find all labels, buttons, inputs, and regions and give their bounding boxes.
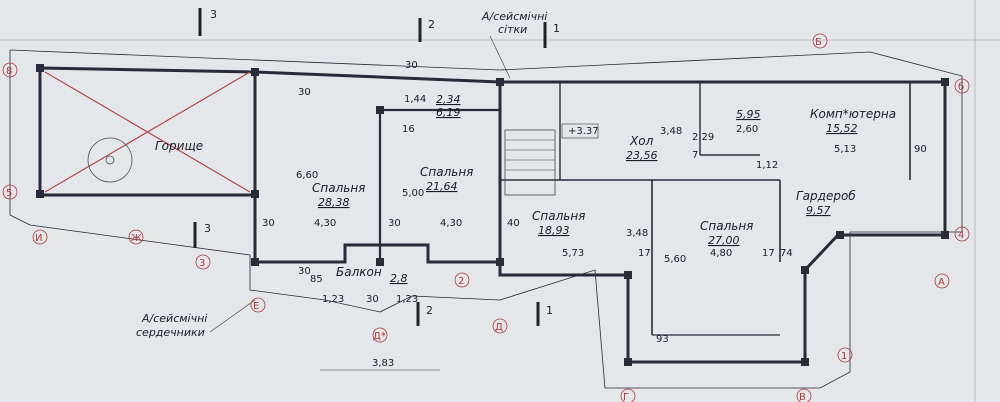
svg-text:2: 2	[426, 304, 433, 317]
dimension-label: 30	[262, 218, 275, 229]
room-area-balcony: 2,8	[390, 272, 408, 285]
room-name-attic: Горище	[155, 139, 203, 153]
room-area-bedroom-4: 27,00	[708, 234, 740, 247]
axis-bubbles	[2, 33, 970, 402]
room-name-hall: Хол	[629, 134, 654, 148]
axis-label-top: Б	[815, 37, 822, 48]
attic-cross-line	[44, 71, 251, 193]
axis-label-left: 8	[6, 66, 12, 77]
dimension-label: 3,83	[372, 358, 394, 369]
room-area-computer: 15,52	[826, 122, 858, 135]
axis-label-bottom: В	[799, 392, 806, 402]
exterior-wall-south	[498, 82, 945, 364]
dimension-label: 85	[310, 274, 323, 285]
dimension-label: 5,13	[834, 144, 856, 155]
dimension-label: 17	[638, 248, 651, 259]
level-mark-box	[561, 123, 599, 139]
note-bottom-line1: А/сейсмічні	[141, 312, 207, 325]
room-area-wardrobe: 9,57	[806, 204, 831, 217]
dimension-label: 5,00	[402, 188, 424, 199]
dimension-label: 30	[405, 60, 418, 71]
dimension-label: 90	[914, 144, 927, 155]
room-area-bedroom-2: 21,64	[426, 180, 458, 193]
dimension-label: 3,48	[626, 228, 648, 239]
dimension-label: 17	[762, 248, 775, 259]
dimension-label: 1,44	[404, 94, 426, 105]
axis-label-left: 5	[6, 188, 12, 199]
dimension-label: 1,23	[322, 294, 344, 305]
room-name-wardrobe: Гардероб	[796, 189, 856, 203]
columns	[36, 64, 949, 366]
room-name-bedroom-2: Спальня	[420, 165, 473, 179]
spiral-stair	[87, 137, 133, 183]
dimension-label: 93	[656, 334, 669, 345]
room-area-bedroom-1: 28,38	[318, 196, 350, 209]
spiral-stair-core	[105, 155, 115, 165]
roof-outline	[9, 49, 963, 389]
staircase	[504, 129, 556, 196]
svg-text:3: 3	[204, 222, 211, 235]
dimension-label: 3,48	[660, 126, 682, 137]
dimension-label: 6,60	[296, 170, 318, 181]
dimension-label: 2,60	[736, 124, 758, 135]
axis-label-right: б	[958, 82, 964, 93]
room-name-bedroom-4: Спальня	[700, 219, 753, 233]
dimension-label: 40	[507, 218, 520, 229]
dimension-label: 5,73	[562, 248, 584, 259]
dimension-label: 4,30	[440, 218, 462, 229]
note-bottom-line2: сердечники	[136, 326, 205, 339]
dimension-label: 5,60	[664, 254, 686, 265]
axis-label-mid: 2	[458, 276, 464, 287]
room-name-bedroom-3: Спальня	[532, 209, 585, 223]
leader-line	[489, 35, 511, 79]
room-area-hall: 23,56	[626, 149, 658, 162]
room-area-small-a: 2,34	[436, 93, 461, 106]
dimension-label: 7	[692, 150, 698, 161]
room-area-small-b: 6,19	[436, 106, 461, 119]
dimension-label: 4,30	[314, 218, 336, 229]
dimension-label: 30	[366, 294, 379, 305]
axis-label-bottom: Г	[623, 392, 629, 402]
svg-text:2: 2	[428, 18, 435, 31]
axis-label-bottom: Е	[253, 301, 259, 312]
room-area-bedroom-3: 18,93	[538, 224, 570, 237]
dimension-label: 74	[780, 248, 793, 259]
dimension-label: 1,12	[756, 160, 778, 171]
dimension-label: 1,23	[396, 294, 418, 305]
svg-text:3: 3	[210, 8, 217, 21]
svg-text:1: 1	[546, 304, 553, 317]
axis-label-bottom: Ж	[131, 233, 142, 244]
dimension-label: 4,80	[710, 248, 732, 259]
note-top-line1: А/сейсмічні	[481, 10, 547, 23]
section-marks: 3 2 1 3 2 1	[193, 8, 560, 326]
svg-text:1: 1	[553, 22, 560, 35]
room-area-bath: 5,95	[736, 108, 761, 121]
dimension-label: 2,29	[692, 132, 714, 143]
axis-label-mid: 3	[199, 258, 205, 269]
room-name-computer: Комп*ютерна	[810, 107, 896, 121]
dimension-label: 30	[388, 218, 401, 229]
room-name-balcony: Балкон	[336, 265, 382, 279]
axis-label-right: 4	[958, 230, 964, 241]
dimension-label: 30	[298, 87, 311, 98]
room-name-bedroom-1: Спальня	[312, 181, 365, 195]
dimension-label: 30	[298, 266, 311, 277]
note-top-line2: сітки	[498, 23, 527, 36]
leader-line	[209, 299, 256, 333]
axis-label-bottom: Д*	[373, 331, 386, 342]
axis-label-bottom: Д	[495, 322, 503, 333]
axis-label-bottom: И	[35, 233, 42, 244]
dimension-label: 16	[402, 124, 415, 135]
level-mark: +3.37	[568, 126, 599, 137]
axis-label-right: А	[938, 277, 945, 288]
axis-label-right: 1	[841, 351, 847, 362]
